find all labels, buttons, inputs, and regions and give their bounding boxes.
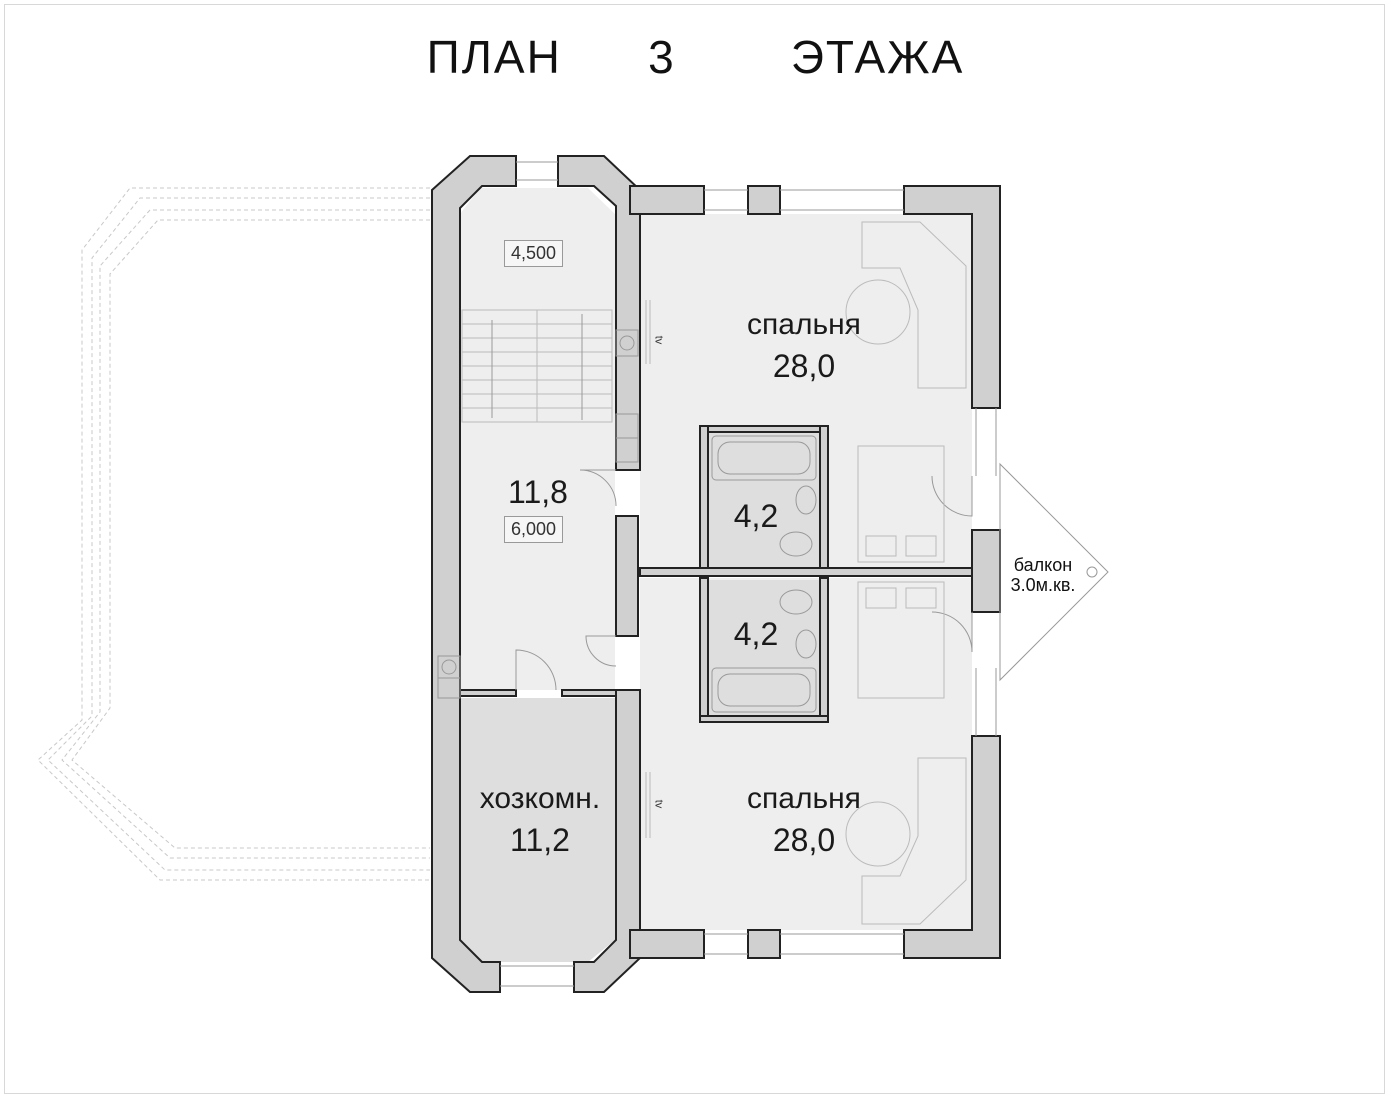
level-mark-upper: 4,500 [504, 240, 564, 267]
tv-label-bottom: tv [652, 799, 665, 809]
utility-room-area: 11,2 [510, 822, 570, 858]
utility-partition-left [459, 689, 517, 697]
drawing-frame [4, 4, 1385, 1094]
hall-area: 11,8 [508, 474, 568, 510]
terrace-outline [37, 187, 430, 881]
bath-bottom-wall-b [699, 715, 829, 723]
bedroom-furniture [645, 221, 967, 925]
bedroom-top-name: спальня [747, 308, 861, 341]
utility-room-name: хозкомн. [479, 782, 601, 815]
bath-top-wall-l [699, 425, 709, 569]
bath-top-area: 4,2 [733, 498, 779, 534]
top-right-wall [903, 185, 1001, 409]
bottom-wall-1 [629, 929, 705, 959]
balcony-label: балкон 3.0м.кв. [1000, 555, 1086, 596]
bedroom-top-area: 28,0 [772, 348, 836, 384]
bath-top-wall-r [819, 425, 829, 569]
utility-partition-right [561, 689, 617, 697]
balcony-outline [999, 462, 1109, 682]
bath-top-walls [699, 425, 829, 433]
balcony-drain-icon [1086, 566, 1098, 578]
plan-title: ПЛАН 3 ЭТАЖА [426, 31, 965, 83]
level-mark-hall: 6,000 [504, 516, 564, 543]
top-wall-1 [629, 185, 705, 215]
doors [515, 469, 973, 691]
bedroom-bottom-area: 28,0 [772, 822, 836, 858]
utility-floor [460, 698, 615, 962]
right-wall-mid [971, 529, 1001, 613]
bath-top-floor [708, 432, 820, 568]
left-tower-wall [431, 155, 517, 993]
hall-partition-top [615, 515, 639, 637]
staircase [461, 309, 613, 423]
ventilation-shafts [437, 329, 639, 699]
bottom-wall-2 [747, 929, 781, 959]
bedroom-bottom-name: спальня [747, 782, 861, 815]
balcony-name: балкон [1013, 555, 1073, 575]
bottom-right-wall [903, 735, 1001, 959]
balcony-area: 3.0м.кв. [1010, 574, 1076, 595]
bath-bottom-floor [708, 580, 820, 716]
windows [500, 161, 997, 987]
top-wall-2 [747, 185, 781, 215]
bath-fixtures [711, 435, 817, 713]
bath-bottom-wall-r [819, 577, 829, 723]
center-partition [639, 567, 973, 577]
left-tower-wall-bottom [573, 689, 641, 993]
bath-bottom-wall-l [699, 577, 709, 723]
hall-floor [460, 188, 615, 690]
bath-bottom-area: 4,2 [733, 616, 779, 652]
tv-label-top: tv [652, 335, 665, 345]
